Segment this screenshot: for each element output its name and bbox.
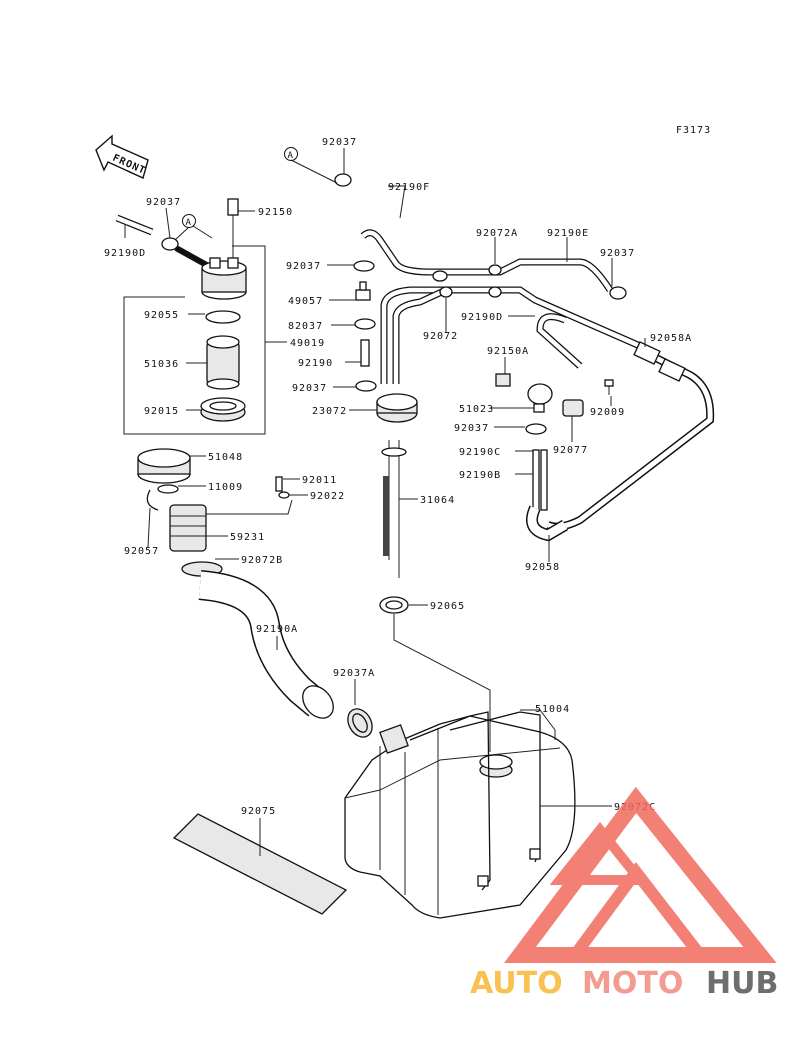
label-92072A: 92072A (476, 228, 518, 239)
automotohub-logo: AUTO MOTO HUB (470, 786, 778, 1001)
label-92055: 92055 (144, 310, 179, 321)
label-92190E: 92190E (547, 228, 589, 239)
filler-neck-assembly (137, 448, 373, 738)
part-labels: 92037 92190F 92037 92150 92190D 92055 51… (104, 137, 692, 817)
front-arrow-icon: FRONT (95, 134, 149, 179)
label-92037-mid2: 92037 (292, 383, 327, 394)
label-92190D-left: 92190D (104, 248, 146, 259)
fuel-filter-assembly (115, 198, 266, 435)
label-49057: 49057 (288, 296, 323, 307)
label-92072B: 92072B (241, 555, 283, 566)
watermark-hub: HUB (706, 966, 778, 1001)
label-92077: 92077 (553, 445, 588, 456)
svg-text:A: A (186, 218, 192, 228)
label-92022: 92022 (310, 491, 345, 502)
label-92065: 92065 (430, 601, 465, 612)
watermark-auto: AUTO (470, 966, 563, 1001)
pad-92075 (172, 813, 348, 915)
label-92011: 92011 (302, 475, 337, 486)
label-92190D-right: 92190D (461, 312, 503, 323)
watermark-moto: MOTO (582, 966, 683, 1001)
label-51004: 51004 (535, 704, 570, 715)
center-fittings (353, 260, 418, 614)
label-51036: 51036 (144, 359, 179, 370)
fuel-tank (344, 711, 576, 919)
label-23072: 23072 (312, 406, 347, 417)
svg-text:A: A (288, 151, 294, 161)
label-11009: 11009 (208, 482, 243, 493)
label-92058: 92058 (525, 562, 560, 573)
label-92190A: 92190A (256, 624, 298, 635)
label-92072: 92072 (423, 331, 458, 342)
label-31064: 31064 (420, 495, 455, 506)
label-92037-right: 92037 (600, 248, 635, 259)
label-92190B: 92190B (459, 470, 501, 481)
label-92075: 92075 (241, 806, 276, 817)
label-92190: 92190 (298, 358, 333, 369)
label-92037-top: 92037 (322, 137, 357, 148)
clamp-92037-right (609, 286, 627, 300)
label-92057: 92057 (124, 546, 159, 557)
label-49019: 49019 (290, 338, 325, 349)
label-92037A: 92037A (333, 668, 375, 679)
label-92058A: 92058A (650, 333, 692, 344)
label-92190F: 92190F (388, 182, 430, 193)
fuel-tap (495, 341, 686, 542)
label-51023: 51023 (459, 404, 494, 415)
label-92037-mid1: 92037 (286, 261, 321, 272)
label-92015: 92015 (144, 406, 179, 417)
label-51048: 51048 (208, 452, 243, 463)
label-92037-left: 92037 (146, 197, 181, 208)
figure-code: F3173 (676, 125, 711, 136)
label-92009: 92009 (590, 407, 625, 418)
ref-marker-a-top: A (284, 147, 298, 161)
label-92190C: 92190C (459, 447, 501, 458)
label-82037: 82037 (288, 321, 323, 332)
label-59231: 59231 (230, 532, 265, 543)
label-92150: 92150 (258, 207, 293, 218)
clamp-92037-top (334, 173, 352, 187)
leader-lines (124, 148, 646, 856)
label-92037-r2: 92037 (454, 423, 489, 434)
label-92150A: 92150A (487, 346, 529, 357)
